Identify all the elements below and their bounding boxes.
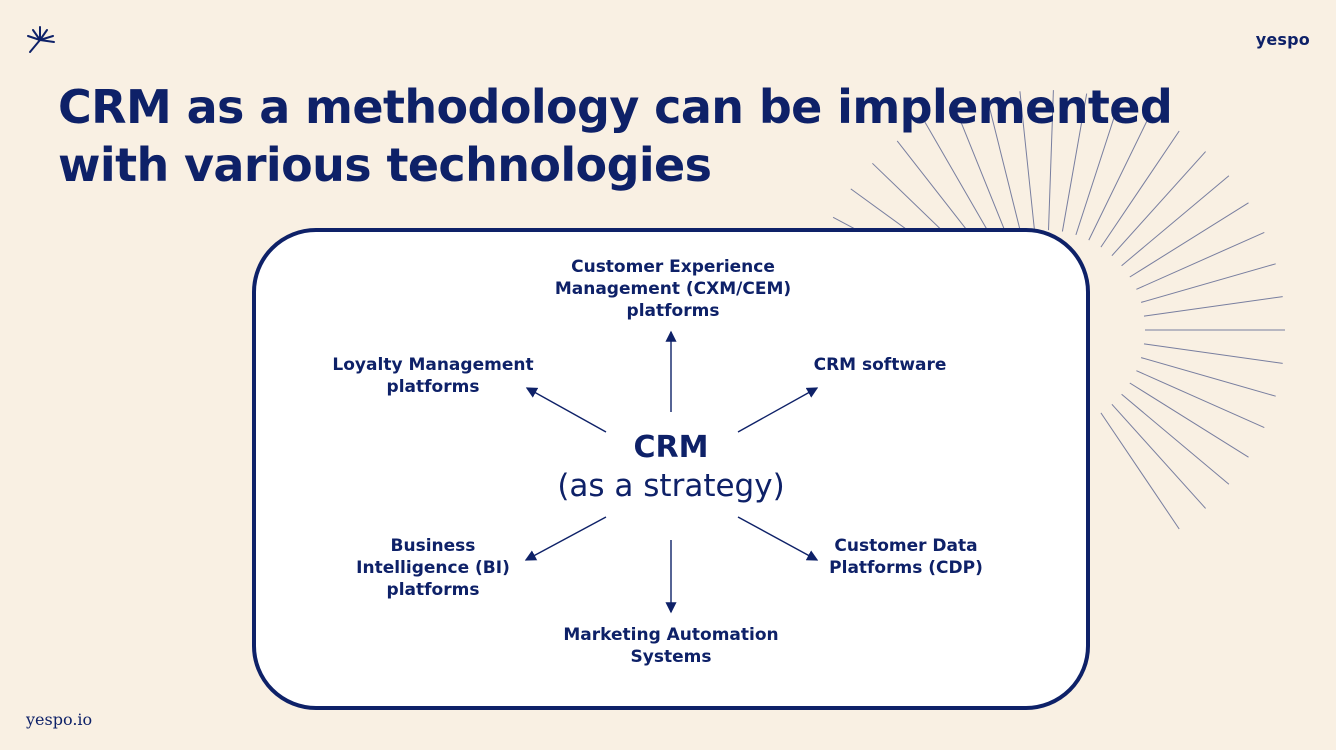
node-crm-software: CRM software bbox=[813, 355, 947, 375]
center-crm-title: CRM bbox=[633, 430, 709, 465]
node-cxm-platforms: Customer Experience Management (CXM/CEM)… bbox=[554, 257, 792, 321]
arrow-to-top-left bbox=[525, 387, 607, 433]
arrow-to-bottom-left bbox=[524, 516, 607, 561]
dandelion-burst-icon bbox=[27, 26, 55, 53]
node-loyalty-management: Loyalty Management platforms bbox=[332, 355, 534, 397]
node-business-intelligence: Business Intelligence (BI) platforms bbox=[356, 536, 510, 600]
diagram-panel bbox=[252, 228, 1090, 710]
brand-logo: yespo bbox=[1255, 30, 1310, 49]
node-marketing-automation: Marketing Automation Systems bbox=[563, 625, 779, 667]
node-customer-data-platforms: Customer Data Platforms (CDP) bbox=[829, 536, 983, 578]
arrow-to-top-right bbox=[737, 387, 819, 433]
arrow-to-bottom-right bbox=[737, 516, 819, 561]
center-crm-subtitle: (as a strategy) bbox=[557, 468, 785, 504]
footer-site: yespo.io bbox=[26, 710, 93, 729]
